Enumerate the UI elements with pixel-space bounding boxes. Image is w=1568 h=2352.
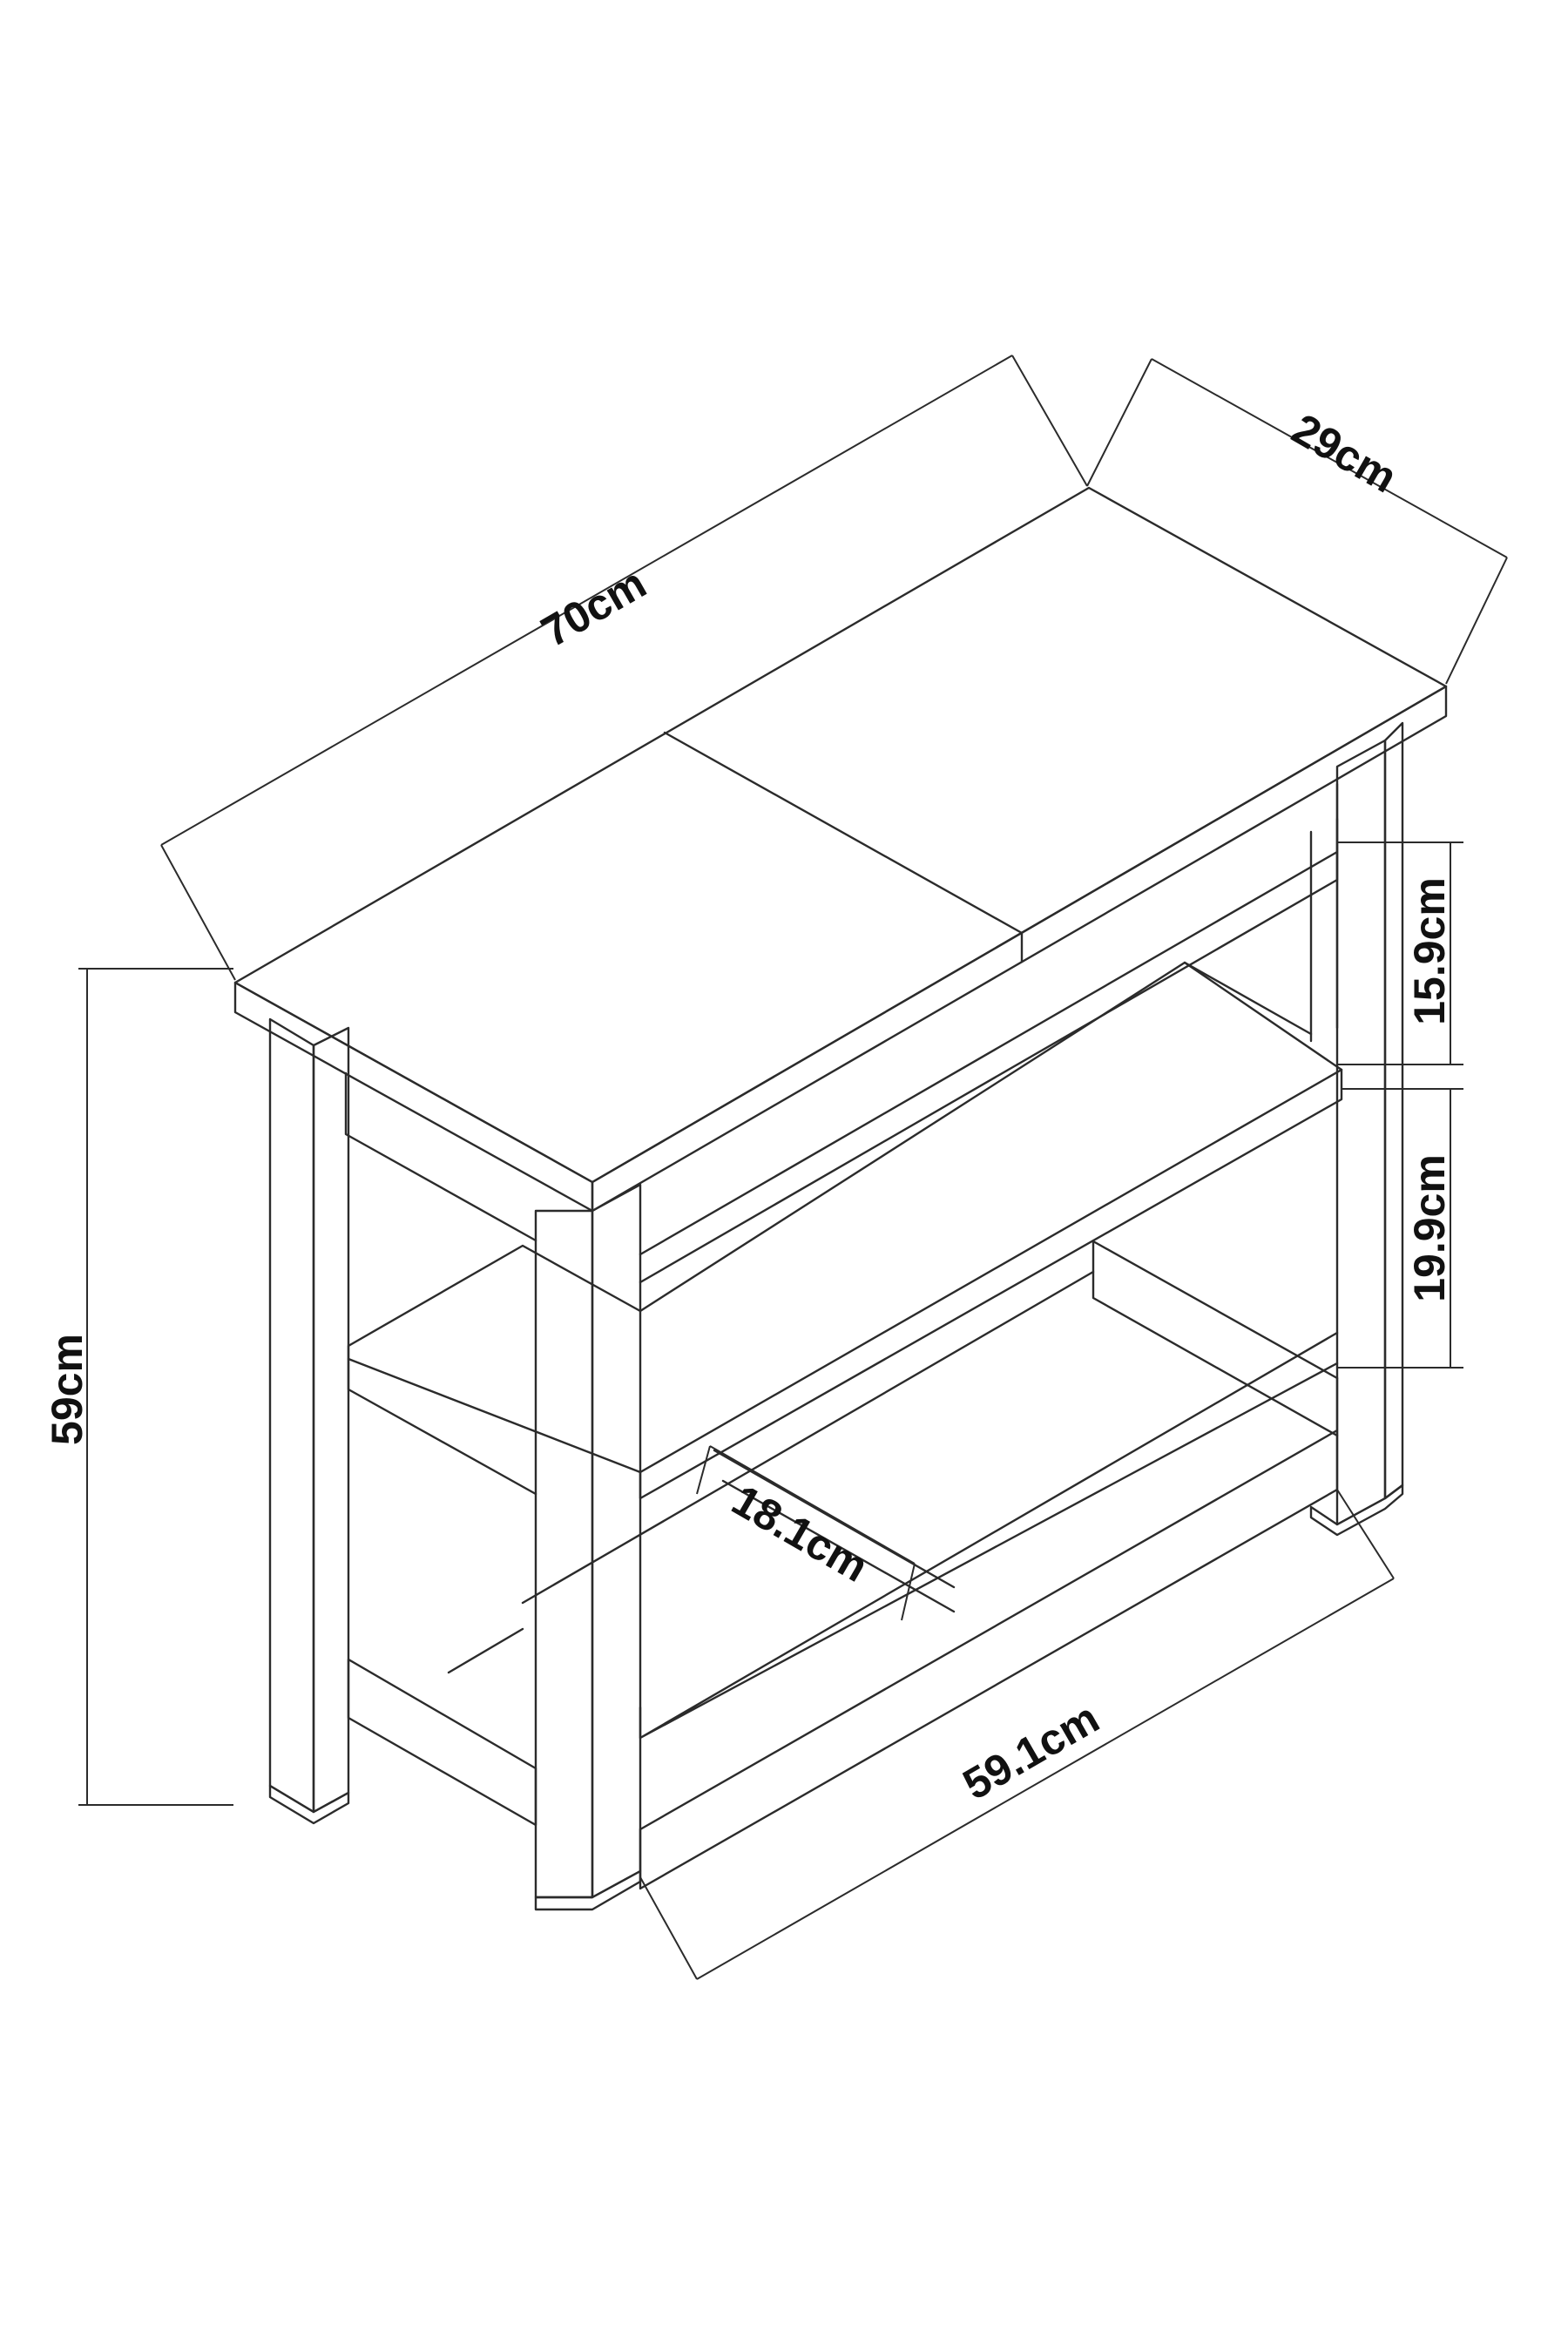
tray-bottom	[447, 1270, 1339, 1740]
inner-width-label: 59.1cm	[955, 1693, 1107, 1809]
table-top	[233, 486, 1448, 1213]
top-gap-label: 15.9cm	[1405, 877, 1454, 1025]
leg-right	[1335, 739, 1387, 1526]
depth-dimension-line	[1086, 358, 1508, 685]
shelf-gap-label: 19.9cm	[1405, 1154, 1454, 1302]
leg-right-foot	[1309, 1484, 1404, 1537]
leg-back-right	[1309, 817, 1339, 1043]
legs	[268, 721, 1404, 1911]
dimension-lines	[78, 355, 1508, 1980]
leg-front-left-side	[591, 1183, 642, 1899]
shelf-gap-dimension-line	[1337, 1088, 1463, 1369]
middle-shelf-surface	[347, 961, 1343, 1474]
leg-front-left-foot	[534, 1869, 642, 1911]
right-apron	[639, 782, 1339, 1284]
tray-front-rail	[347, 1658, 537, 1827]
inner-width-dimension-line	[639, 1489, 1395, 1980]
middle-shelf-front-edge	[347, 1068, 1343, 1500]
table-top-front-edge	[233, 981, 594, 1213]
dimension-labels: 70cm 29cm 59cm 15.9cm 19.9cm 18.1cm 59.1…	[43, 404, 1454, 1809]
table-top-surface	[233, 486, 1448, 1184]
top-gap-dimension-line	[1337, 841, 1463, 1065]
leg-back-left-foot	[268, 1784, 350, 1825]
middle-shelf-back-edge	[1183, 961, 1313, 1036]
height-dimension-line	[78, 968, 233, 1806]
apron	[344, 782, 1339, 1284]
width-label: 70cm	[533, 558, 654, 656]
width-dimension-line	[160, 355, 1088, 981]
table-top-right-edge	[591, 685, 1448, 1213]
leg-right-side	[1383, 721, 1404, 1500]
leg-back-left	[268, 1017, 315, 1814]
leg-back-left-side	[312, 1026, 350, 1814]
height-label: 59cm	[43, 1334, 91, 1445]
front-apron	[344, 1071, 537, 1242]
table-top-split-line	[663, 731, 1024, 963]
tray-depth-label: 18.1cm	[724, 1476, 876, 1592]
depth-label: 29cm	[1284, 404, 1405, 502]
tray-back-rail	[1092, 1240, 1339, 1437]
tray-depth-dimension-line	[696, 1445, 916, 1621]
leg-front-left	[534, 1209, 594, 1899]
